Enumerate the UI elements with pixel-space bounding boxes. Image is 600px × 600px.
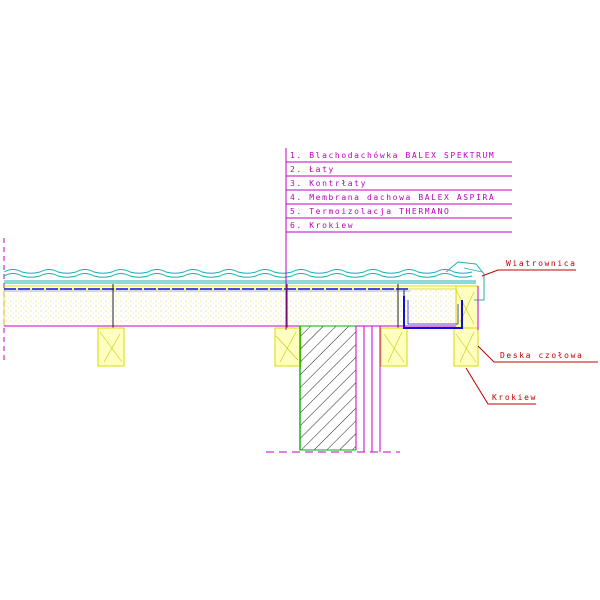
legend: 1. Blachodachówka BALEX SPEKTRUM 2. Łaty… [286,150,512,233]
callout-krokiew: Krokiew [465,367,537,405]
callout-wiatrownica: Wiatrownica [481,259,577,277]
callout-deska-czolowa-label: Deska czołowa [500,351,583,360]
rafter-sections [97,327,479,367]
legend-item-3: 3. Kontrłaty [290,179,367,188]
callout-deska-czolowa: Deska czołowa [477,345,598,363]
callout-wiatrownica-label: Wiatrownica [506,259,577,268]
roof-membrane [4,288,410,292]
callout-krokiew-label: Krokiew [492,393,537,402]
legend-item-4: 4. Membrana dachowa BALEX ASPIRA [290,193,495,202]
legend-item-2: 2. Łaty [290,165,335,174]
legend-item-6: 6. Krokiew [290,221,354,230]
roofing-sheet [3,269,476,284]
legend-item-5: 5. Termoizolacja THERMANO [290,207,450,216]
eave-trim [403,261,485,330]
legend-item-1: 1. Blachodachówka BALEX SPEKTRUM [290,150,495,160]
brick-wall [266,325,400,453]
